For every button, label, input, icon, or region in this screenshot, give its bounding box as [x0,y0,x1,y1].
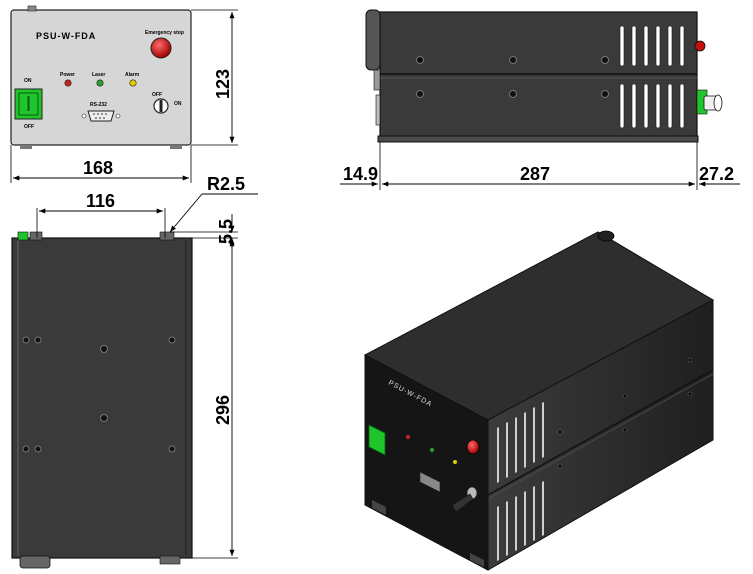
iso-rs232-port [419,471,441,493]
corner-radius-dimension: R2.5 [207,174,245,194]
switch-off-label: OFF [24,124,34,130]
depth-dimension: 287 [520,164,550,184]
emergency-stop-button[interactable] [150,37,172,59]
side-view: 14.9 287 27.2 [340,9,740,190]
side-vents-lower [619,83,685,129]
rear-connector [703,94,723,112]
power-label: Power [60,72,75,78]
width-dimension: 168 [83,158,113,178]
rear-offset-dimension: 27.2 [699,164,734,184]
laser-led [96,79,104,87]
edge-offset-dimension: 5.5 [216,219,236,244]
iso-power-switch [368,424,386,456]
front-panel [10,9,192,146]
alarm-led [129,79,137,87]
iso-side-vents [497,402,544,561]
switch-on-label: ON [24,78,32,84]
isometric-view: PSU-W-FDA [363,230,715,571]
side-vents-upper [619,25,685,67]
alarm-label: Alarm [125,72,140,78]
iso-key-switch [451,486,478,513]
front-view: PSU-W-FDA Emergency stop Power Laser Ala… [10,5,238,183]
rs232-port[interactable] [81,110,121,122]
emergency-stop-side [365,9,381,71]
top-view: 116 R2.5 5.5 296 [11,174,258,569]
port-label: RS-232 [90,102,107,108]
power-led [64,79,72,87]
iso-front-face [364,354,489,571]
key-on-label: ON [174,101,182,107]
key-switch[interactable] [153,98,169,114]
laser-label: Laser [92,72,105,78]
iso-emergency-stop [466,439,480,455]
key-off-label: OFF [152,92,162,98]
front-offset-dimension: 14.9 [343,164,378,184]
height-dimension: 123 [213,69,233,99]
top-body [11,237,193,559]
emergency-stop-label: Emergency stop [145,30,184,36]
hole-spacing-dimension: 116 [86,191,115,211]
model-label: PSU-W-FDA [36,31,96,41]
length-dimension: 296 [213,395,233,425]
